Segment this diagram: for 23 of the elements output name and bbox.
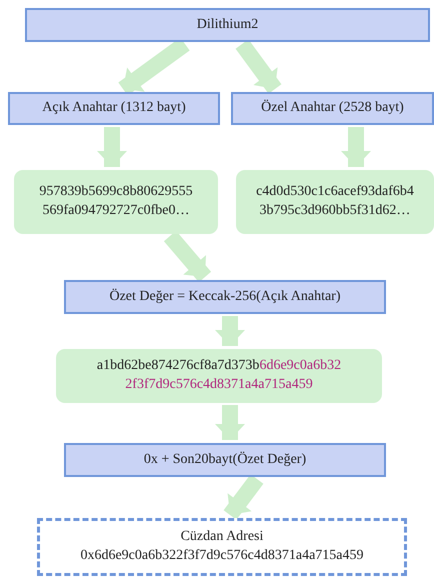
- box-label: Özel Anahtar (2528 bayt): [261, 99, 404, 118]
- process-box: [64, 280, 386, 314]
- block-arrow: [341, 127, 371, 167]
- process-box: [8, 92, 220, 125]
- box-label: Açık Anahtar (1312 bayt): [42, 99, 186, 118]
- value-box: [14, 170, 218, 234]
- hash-text: 957839b5699c8b80629555 569fa094792727c0fbe0…: [38, 183, 194, 220]
- hash-text: a1bd62be874276cf8a7d373b6d6e9c0a6b322f3f7d9c576c4d8371a4a715a459: [96, 357, 342, 394]
- box-label: Cüzdan Adresi: [180, 528, 264, 546]
- value-box: [236, 170, 434, 234]
- process-box: [231, 92, 434, 125]
- box-label: Özet Değer = Keccak-256(Açık Anahtar): [109, 288, 340, 306]
- box-label: Dilithium2: [196, 16, 258, 34]
- value-box: [56, 349, 382, 403]
- result-box: [37, 518, 407, 576]
- address-text: 0x6d6e9c0a6b322f3f7d9c576c4d8371a4a715a459: [80, 547, 364, 565]
- box-label: 0x + Son20bayt(Özet Değer): [144, 450, 306, 469]
- process-box: [25, 8, 430, 42]
- block-arrow: [215, 316, 245, 346]
- block-arrow: [215, 405, 245, 440]
- block-arrow: [97, 127, 127, 167]
- hash-text: c4d0d530c1c6acef93daf6b4 3b795c3d960bb5f31d62…: [255, 183, 415, 220]
- process-box: [64, 443, 386, 477]
